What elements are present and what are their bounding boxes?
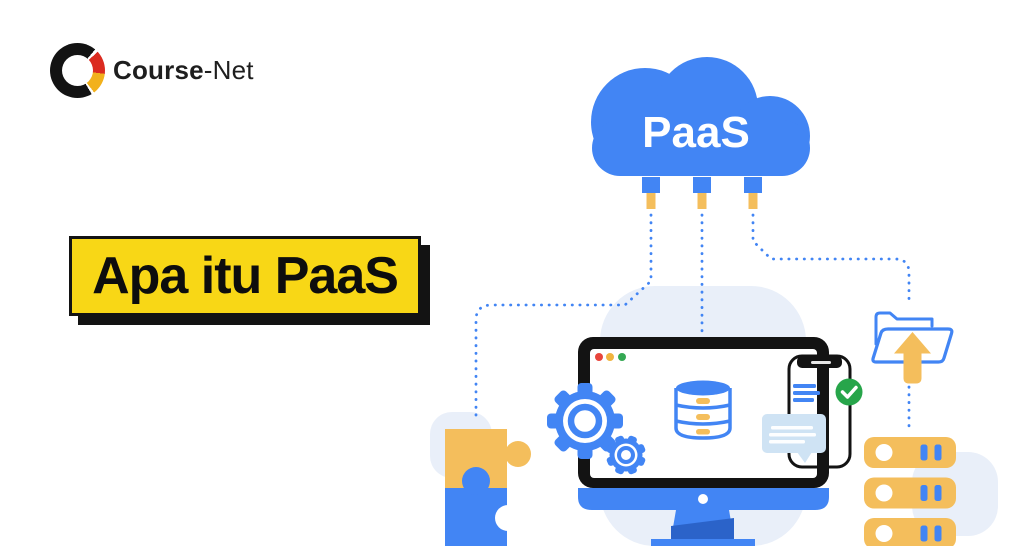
puzzle-pieces-icon <box>445 429 531 546</box>
cloud-label: PaaS <box>642 108 750 157</box>
smartphone-icon <box>787 354 852 469</box>
database-icon <box>674 380 732 440</box>
brand-name-bold: Course <box>113 55 204 85</box>
server-row <box>864 518 956 546</box>
chat-bubble-icon <box>762 414 826 463</box>
dotted-connection-lines <box>474 213 911 433</box>
headline-box: Apa itu PaaS <box>69 236 421 316</box>
course-net-logo-icon <box>50 43 105 98</box>
server-row <box>864 477 956 509</box>
phone-text-lines <box>793 384 820 402</box>
large-gear <box>547 383 623 459</box>
window-traffic-lights-icon <box>595 353 626 361</box>
headline-text: Apa itu PaaS <box>92 247 399 305</box>
brand-name-suffix: -Net <box>203 55 254 85</box>
dotted-line-to-folder <box>751 213 911 304</box>
dotted-line-to-puzzle <box>474 213 653 423</box>
monitor-base <box>651 539 755 546</box>
server-row <box>864 437 956 468</box>
plug-connector-icon <box>642 177 762 209</box>
cloud-icon: PaaS <box>591 57 810 209</box>
monitor-stand-shadow <box>671 518 734 539</box>
server-stack-icon <box>864 437 956 546</box>
folder-upload-icon <box>871 311 954 384</box>
gear-icon <box>547 383 646 475</box>
monitor-chin-dot <box>698 494 708 504</box>
course-net-logo: Course-Net <box>50 43 254 98</box>
brand-name: Course-Net <box>113 55 254 86</box>
check-badge-icon <box>835 378 863 406</box>
arrow-up-icon <box>894 332 931 384</box>
small-gear <box>606 435 646 475</box>
